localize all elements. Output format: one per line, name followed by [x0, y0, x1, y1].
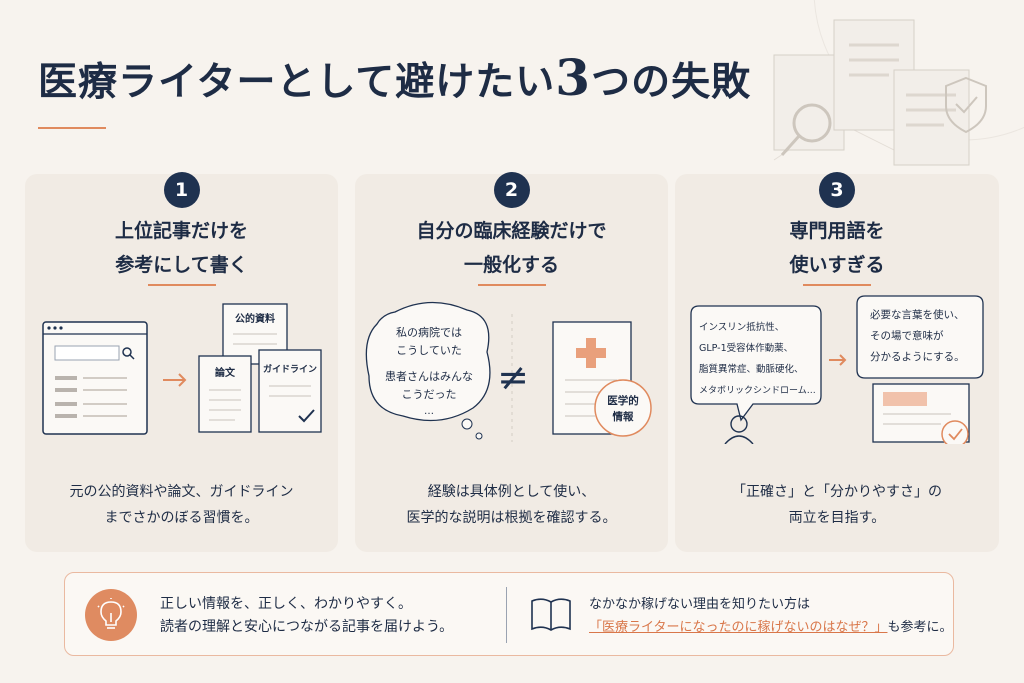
not-equal-symbol: ≠	[497, 355, 529, 399]
search-icon	[122, 347, 135, 360]
svg-text:必要な言葉を使い、: 必要な言葉を使い、	[870, 308, 965, 321]
svg-text:論文: 論文	[215, 366, 236, 379]
svg-text:その場で意味が: その場で意味が	[870, 329, 944, 342]
medical-document-icon	[552, 321, 632, 435]
svg-text:こうだった: こうだった	[402, 388, 457, 401]
cross-icon	[576, 338, 606, 368]
jargon-vs-plain-illustration: インスリン抵抗性、 GLP-1受容体作動薬、 脂質異常症、動脈硬化、 メタボリッ…	[690, 295, 984, 444]
svg-text:分かるようにする。: 分かるようにする。	[870, 351, 965, 363]
thought-bubble: 私の病院では こうしていた 患者さんはみんな こうだった …	[365, 301, 491, 440]
card-title-underline	[477, 284, 546, 286]
card-caption: 経験は具体例として使い、 医学的な説明は根拠を確認する。	[406, 484, 617, 526]
svg-text:GLP-1受容体作動薬、: GLP-1受容体作動薬、	[699, 342, 793, 354]
svg-text:医学的: 医学的	[607, 394, 639, 407]
card-number-badge: 2	[493, 172, 530, 208]
plain-speech-bubble: 必要な言葉を使い、 その場で意味が 分かるようにする。	[856, 295, 984, 379]
mistake-card-2: 2 自分の臨床経験だけで 一般化する 私の病院では こうしていた 患者さんはみん…	[355, 172, 668, 552]
bottom-message: 正しい情報を、正しく、わかりやすく。 読者の理解と安心につながる記事を届けよう。	[160, 596, 454, 635]
paper-document-icon: 論文	[198, 355, 252, 433]
related-article-text: なかなか稼げない理由を知りたい方は 「医療ライターになったのに稼げないのはなぜ？…	[589, 597, 953, 635]
card-number-badge: 3	[819, 172, 855, 208]
title-underline	[38, 127, 106, 129]
jargon-speech-bubble: インスリン抵抗性、 GLP-1受容体作動薬、 脂質異常症、動脈硬化、 メタボリッ…	[690, 305, 822, 422]
card-number-badge: 1	[163, 172, 200, 208]
person-icon	[724, 415, 754, 444]
book-icon	[531, 598, 571, 631]
card-title: 自分の臨床経験だけで 一般化する	[416, 220, 607, 276]
svg-text:情報: 情報	[613, 410, 634, 423]
arrow-right-icon	[163, 373, 187, 387]
divider	[506, 587, 507, 643]
browser-window-icon	[42, 321, 148, 435]
article-card-icon	[872, 383, 970, 444]
arrow-right-icon	[829, 354, 847, 366]
shield-check-icon	[945, 76, 987, 134]
card-title: 専門用語を 使いすぎる	[789, 220, 885, 276]
card-caption: 「正確さ」と「分かりやすさ」の 両立を目指す。	[732, 484, 942, 526]
lightbulb-icon	[85, 589, 137, 641]
svg-text:ガイドライン: ガイドライン	[263, 363, 317, 375]
card-caption: 元の公的資料や論文、ガイドライン までさかのぼる習慣を。	[69, 484, 294, 526]
bottom-message-box: 正しい情報を、正しく、わかりやすく。 読者の理解と安心につながる記事を届けよう。…	[64, 572, 954, 656]
guideline-document-icon: ガイドライン	[258, 349, 322, 433]
medical-info-stamp: 医学的 情報	[594, 379, 652, 437]
page-title: 医療ライターとして避けたい3つの失敗	[38, 48, 752, 107]
svg-text:公的資料: 公的資料	[235, 312, 275, 325]
svg-text:脂質異常症、動脈硬化、: 脂質異常症、動脈硬化、	[699, 363, 804, 375]
check-icon	[298, 409, 315, 423]
card-title-underline	[803, 284, 871, 286]
svg-text:…: …	[424, 406, 434, 417]
research-sources-illustration: 公的資料 論文 ガイドライン	[42, 303, 322, 435]
svg-text:患者さんはみんな: 患者さんはみんな	[385, 370, 473, 383]
experience-vs-evidence-illustration: 私の病院では こうしていた 患者さんはみんな こうだった … ≠ 医学的 情報	[365, 301, 652, 442]
svg-text:インスリン抵抗性、: インスリン抵抗性、	[699, 321, 784, 333]
card-title: 上位記事だけを 参考にして書く	[114, 220, 248, 276]
magnifier-icon	[780, 103, 832, 157]
svg-text:こうしていた: こうしていた	[396, 344, 462, 357]
svg-text:メタボリックシンドローム…: メタボリックシンドローム…	[699, 385, 816, 396]
related-article-link[interactable]: 「医療ライターになったのに稼げないのはなぜ？」	[589, 620, 888, 635]
svg-text:私の病院では: 私の病院では	[396, 325, 462, 339]
check-icon	[941, 420, 969, 444]
mistake-card-3: 3 専門用語を 使いすぎる インスリン抵抗性、 GLP-1受容体作動薬、 脂質異…	[675, 172, 999, 552]
mistake-card-1: 1 上位記事だけを 参考にして書く 公的資料 論文	[25, 172, 338, 552]
decorative-documents-illustration	[773, 0, 1024, 166]
card-title-underline	[147, 284, 216, 286]
